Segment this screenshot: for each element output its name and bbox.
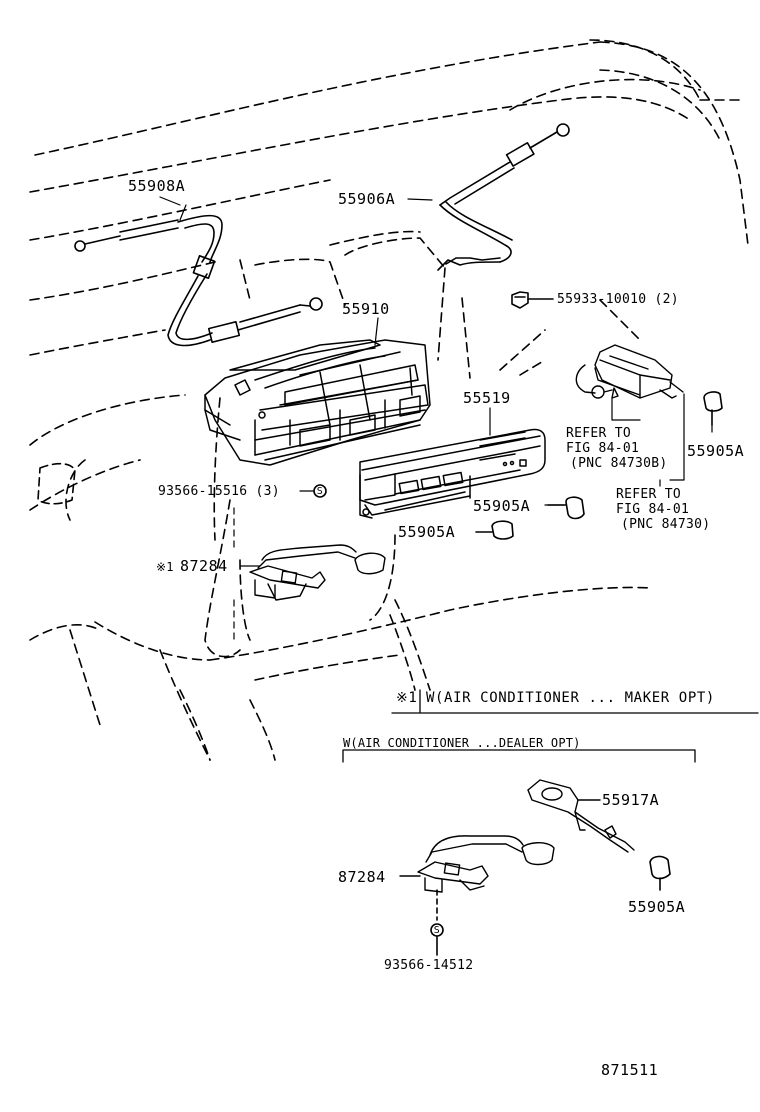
connector-87284-bottom	[399, 835, 555, 893]
label-55519: 55519	[463, 389, 511, 407]
dashboard-outline	[29, 39, 749, 761]
leader-lines	[159, 196, 713, 567]
figure-number: 871511	[601, 1061, 659, 1079]
ref2-line1: REFER TO	[616, 487, 682, 502]
label-87284-mark: ※1	[156, 560, 174, 574]
ref1-line3: (PNC 84730B)	[570, 456, 668, 471]
label-55908a: 55908A	[128, 177, 186, 195]
label-55933: 55933-10010 (2)	[557, 292, 679, 307]
bulb-55905a-right	[703, 391, 723, 426]
screw-symbol-bottom	[430, 889, 444, 956]
label-55910: 55910	[342, 300, 390, 318]
connector-87284-top	[249, 544, 386, 601]
screw-s-bottom: S	[433, 925, 441, 936]
label-55906a: 55906A	[338, 190, 396, 208]
label-87284-bottom: 87284	[338, 868, 386, 886]
ref2-line2: FIG 84-01	[616, 502, 690, 517]
dealer-note-bracket	[342, 749, 696, 763]
ref2-line3: (PNC 84730)	[621, 517, 711, 532]
maker-note-bracket	[391, 689, 759, 714]
maker-opt-note: W(AIR CONDITIONER ... MAKER OPT)	[426, 690, 715, 706]
clip-55933	[511, 291, 554, 309]
screw-s-top: S	[316, 486, 324, 497]
bulb-55905a-mid	[547, 496, 585, 520]
bulb-55905a-bottom	[649, 855, 671, 891]
ref1-line2: FIG 84-01	[566, 441, 640, 456]
label-87284-top: 87284	[180, 557, 228, 575]
bulb-55905a-low	[475, 520, 514, 540]
heater-control-55910	[204, 339, 431, 466]
cable-55908a	[74, 204, 323, 347]
lamp-unit	[575, 344, 684, 399]
maker-mark: ※1	[396, 690, 418, 706]
control-panel-55519	[359, 428, 546, 519]
label-93566-14512: 93566-14512	[384, 958, 474, 973]
label-55917a: 55917A	[602, 791, 660, 809]
cable-55906a	[437, 123, 570, 271]
dealer-opt-note: W(AIR CONDITIONER ...DEALER OPT)	[343, 736, 581, 750]
side-panel	[37, 462, 76, 505]
label-55905a-right: 55905A	[687, 442, 745, 460]
label-55905a-mid: 55905A	[473, 497, 531, 515]
ref1-line1: REFER TO	[566, 426, 632, 441]
label-55905a-bottom: 55905A	[628, 898, 686, 916]
label-55905a-low: 55905A	[398, 523, 456, 541]
label-93566-15516: 93566-15516 (3)	[158, 484, 280, 499]
bracket-55917a	[527, 779, 635, 853]
